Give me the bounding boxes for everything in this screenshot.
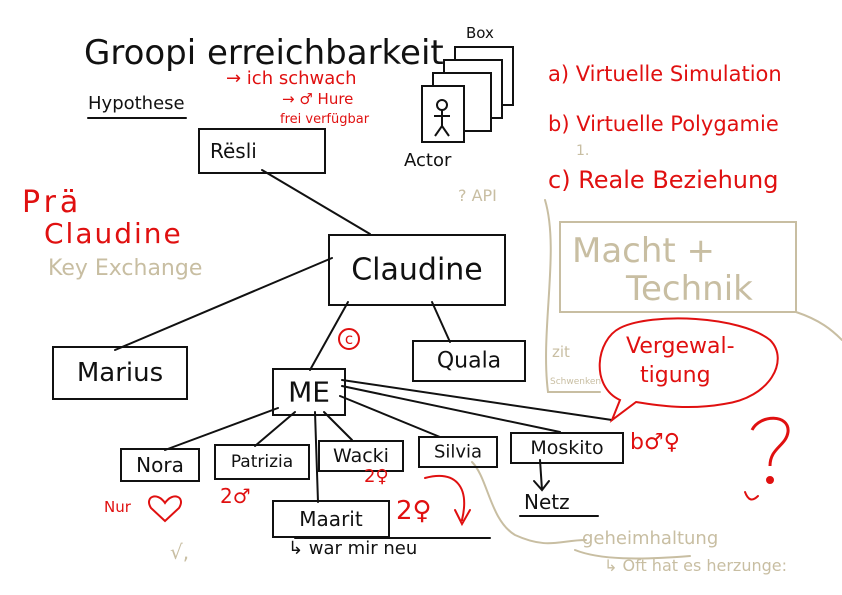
ich-schwach-note: → ich schwach: [226, 68, 357, 89]
oft-label: ↳ Oft hat es herzunge:: [604, 556, 787, 575]
node-wacki: Wacki: [318, 440, 404, 472]
check-scribble: √,: [170, 540, 190, 564]
node-claudine-label: Claudine: [351, 252, 483, 288]
page-title: Groopi erreichbarkeit: [84, 33, 444, 73]
option-c-marker: 1.: [576, 143, 590, 159]
node-patrizia: Patrizia: [214, 444, 310, 480]
edge-claudine-quala: [431, 301, 451, 343]
edge-me-nora: [164, 407, 279, 451]
option-b-label: b) Virtuelle Polygamie: [548, 112, 779, 136]
war-mir-neu-note: ↳ war mir neu: [288, 538, 418, 559]
patrizia-symbol: 2♂: [220, 484, 251, 508]
key-exchange-label: Key Exchange: [48, 256, 203, 281]
zeit-bracket: [544, 199, 601, 393]
node-me-label: ME: [288, 375, 330, 409]
netz-label: Netz: [524, 490, 570, 514]
wacki-arrow: [424, 475, 471, 527]
copyright-icon: c: [338, 328, 360, 350]
node-maarit-label: Maarit: [299, 507, 363, 531]
maarit-symbol: 2♀: [396, 496, 432, 526]
pra-label: Prä: [22, 185, 83, 220]
geheimhaltung-label: geheimhaltung: [582, 528, 719, 549]
macht-line-2: Technik: [626, 269, 753, 309]
edge-resli-claudine: [261, 169, 371, 235]
node-moskito-label: Moskito: [530, 437, 604, 459]
node-nora: Nora: [120, 448, 200, 482]
box-label: Box: [466, 24, 494, 42]
frei-note: frei verfügbar: [280, 112, 370, 127]
actor-label: Actor: [404, 150, 452, 171]
node-quala: Quala: [412, 340, 526, 382]
edge-me-moskito: [341, 385, 561, 433]
hure-note: → ♂ Hure: [282, 90, 354, 108]
option-a-label: a) Virtuelle Simulation: [548, 62, 782, 86]
node-wacki-label: Wacki: [333, 445, 389, 467]
geheimhaltung-line: [574, 549, 691, 560]
node-silvia-label: Silvia: [433, 441, 483, 463]
vergewaltigung-line-2: tigung: [640, 363, 711, 388]
wacki-symbol: 2♀: [364, 466, 389, 487]
node-resli: Rësli: [198, 128, 326, 174]
edge-me-patrizia: [254, 411, 296, 447]
heart-icon: [148, 495, 182, 523]
stick-figure: [434, 99, 450, 137]
edge-me-maarit: [314, 411, 319, 503]
edge-claudine-me: [309, 301, 349, 371]
macht-connector: [795, 311, 842, 341]
node-resli-label: Rësli: [210, 139, 257, 163]
edge-me-wacki: [323, 411, 353, 441]
api-label: ? API: [458, 186, 497, 205]
node-quala-label: Quala: [436, 348, 502, 374]
macht-line-1: Macht +: [572, 231, 716, 271]
schwenken-label: Schwenken: [550, 377, 602, 387]
node-marius: Marius: [52, 346, 188, 400]
netz-arrow: [533, 459, 550, 492]
silvia-branch: [471, 461, 587, 545]
node-me: ME: [272, 368, 346, 416]
node-patrizia-label: Patrizia: [230, 452, 294, 472]
edge-me-silvia: [339, 395, 441, 438]
question-icon: [750, 416, 790, 484]
node-moskito: Moskito: [510, 432, 624, 464]
node-claudine: Claudine: [328, 234, 506, 306]
hypothese-label: Hypothese: [88, 93, 185, 114]
node-nora-label: Nora: [136, 453, 184, 477]
zeit-label: zit: [552, 343, 570, 361]
macht-technik-box: [559, 221, 797, 313]
node-silvia: Silvia: [418, 436, 498, 468]
option-c-label: c) Reale Beziehung: [548, 166, 779, 194]
claudine-note: Claudine: [44, 217, 183, 250]
vergewaltigung-line-1: Vergewal-: [626, 334, 735, 359]
moskito-symbol: b♂♀: [630, 430, 680, 455]
node-marius-label: Marius: [76, 358, 164, 388]
vergewaltigung-bubble: [598, 317, 779, 423]
check-mark: [744, 491, 759, 501]
edge-me-vergewaltigung: [341, 379, 613, 421]
node-maarit: Maarit: [272, 500, 390, 538]
nur-label: Nur: [104, 498, 131, 516]
edge-claudine-marius: [114, 257, 333, 351]
